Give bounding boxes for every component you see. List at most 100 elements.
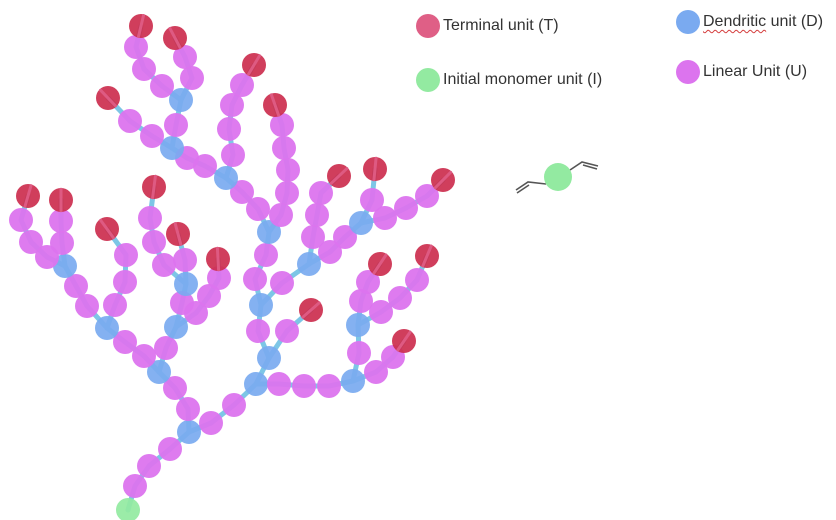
linear-unit <box>364 360 388 384</box>
dendritic-unit <box>249 293 273 317</box>
linear-unit <box>301 225 325 249</box>
terminal-end-group <box>372 253 388 275</box>
linear-unit <box>49 209 73 233</box>
linear-unit <box>246 319 270 343</box>
linear-unit <box>170 291 194 315</box>
linear-unit <box>35 245 59 269</box>
initial-unit-swatch <box>416 68 440 92</box>
terminal-end-group <box>246 54 262 76</box>
terminal-end-group <box>301 301 321 319</box>
dendritic-word: Dendritic <box>703 13 767 30</box>
linear-unit <box>176 397 200 421</box>
linear-unit <box>197 284 221 308</box>
linear-unit <box>150 74 174 98</box>
dendritic-unit <box>257 346 281 370</box>
linear-unit <box>317 374 341 398</box>
divinyl-monomer-structure <box>515 161 599 194</box>
dendritic-unit <box>95 316 119 340</box>
dendritic-unit-swatch <box>676 10 700 34</box>
linear-unit <box>19 230 43 254</box>
dendritic-rest: unit (D) <box>766 13 824 30</box>
terminal-end-group <box>151 174 157 200</box>
linear-unit <box>333 225 357 249</box>
linear-unit <box>173 45 197 69</box>
right-double-bond <box>582 164 598 170</box>
left-double-bond <box>516 184 530 194</box>
legend-initial-label: Initial monomer unit (I) <box>443 71 603 88</box>
linear-unit <box>123 474 147 498</box>
terminal-end-group <box>433 170 453 190</box>
linear-unit-swatch <box>676 60 700 84</box>
dendritic-unit <box>214 166 238 190</box>
linear-unit <box>75 294 99 318</box>
linear-unit <box>369 300 393 324</box>
dendritic-unit <box>53 254 77 278</box>
linear-unit <box>276 158 300 182</box>
linear-unit <box>113 270 137 294</box>
terminal-end-group <box>168 26 182 50</box>
dendritic-unit <box>169 88 193 112</box>
linear-unit <box>113 330 137 354</box>
linear-unit <box>164 113 188 137</box>
terminal-end-group <box>269 93 281 117</box>
linear-unit <box>349 289 373 313</box>
monomer-core-unit <box>544 163 572 191</box>
linear-unit <box>275 319 299 343</box>
linear-unit <box>305 203 329 227</box>
linear-unit <box>270 113 294 137</box>
terminal-end-group <box>136 13 146 39</box>
linear-unit <box>388 286 412 310</box>
linear-unit <box>193 154 217 178</box>
terminal-end-group <box>421 244 433 268</box>
linear-unit <box>222 393 246 417</box>
linear-unit <box>158 437 182 461</box>
legend-dendritic: Dendritic unit (D) <box>676 10 823 34</box>
linear-unit <box>347 341 371 365</box>
linear-unit <box>267 372 291 396</box>
linear-unit <box>114 243 138 267</box>
legend-dendritic-label: Dendritic unit (D) <box>703 13 823 31</box>
linear-unit <box>9 208 33 232</box>
terminal-end-group <box>329 167 349 185</box>
linear-unit <box>154 336 178 360</box>
linear-unit <box>118 109 142 133</box>
linear-unit <box>269 203 293 227</box>
dendritic-unit <box>174 272 198 296</box>
linear-unit <box>124 35 148 59</box>
linear-unit <box>132 344 156 368</box>
terminal-unit-swatch <box>416 14 440 38</box>
linear-unit <box>246 197 270 221</box>
linear-unit <box>180 66 204 90</box>
dendritic-unit <box>160 136 184 160</box>
linear-unit <box>230 180 254 204</box>
linear-unit <box>103 293 127 317</box>
linear-unit <box>270 271 294 295</box>
linear-unit <box>217 117 241 141</box>
linear-unit <box>132 57 156 81</box>
linear-unit <box>199 411 223 435</box>
terminal-end-group <box>215 246 221 272</box>
right-vinyl-bond <box>569 161 599 171</box>
linear-unit <box>221 143 245 167</box>
dendritic-unit <box>257 220 281 244</box>
linear-unit <box>272 136 296 160</box>
terminal-end-group <box>23 184 33 208</box>
terminal-end-group <box>99 218 115 240</box>
linear-unit <box>275 181 299 205</box>
legend-terminal-label: Terminal unit (T) <box>443 17 559 34</box>
linear-unit <box>356 270 380 294</box>
linear-unit <box>142 230 166 254</box>
linear-unit <box>318 240 342 264</box>
dendritic-unit <box>297 252 321 276</box>
legend-linear: Linear Unit (U) <box>676 60 807 84</box>
linear-unit <box>309 181 333 205</box>
dendritic-unit <box>147 360 171 384</box>
linear-unit <box>137 454 161 478</box>
legend-initial: Initial monomer unit (I) <box>416 68 602 92</box>
linear-unit <box>415 184 439 208</box>
dendritic-unit <box>177 420 201 444</box>
legend-terminal: Terminal unit (T) <box>416 14 559 38</box>
left-vinyl-bond <box>515 181 547 191</box>
linear-unit <box>220 93 244 117</box>
